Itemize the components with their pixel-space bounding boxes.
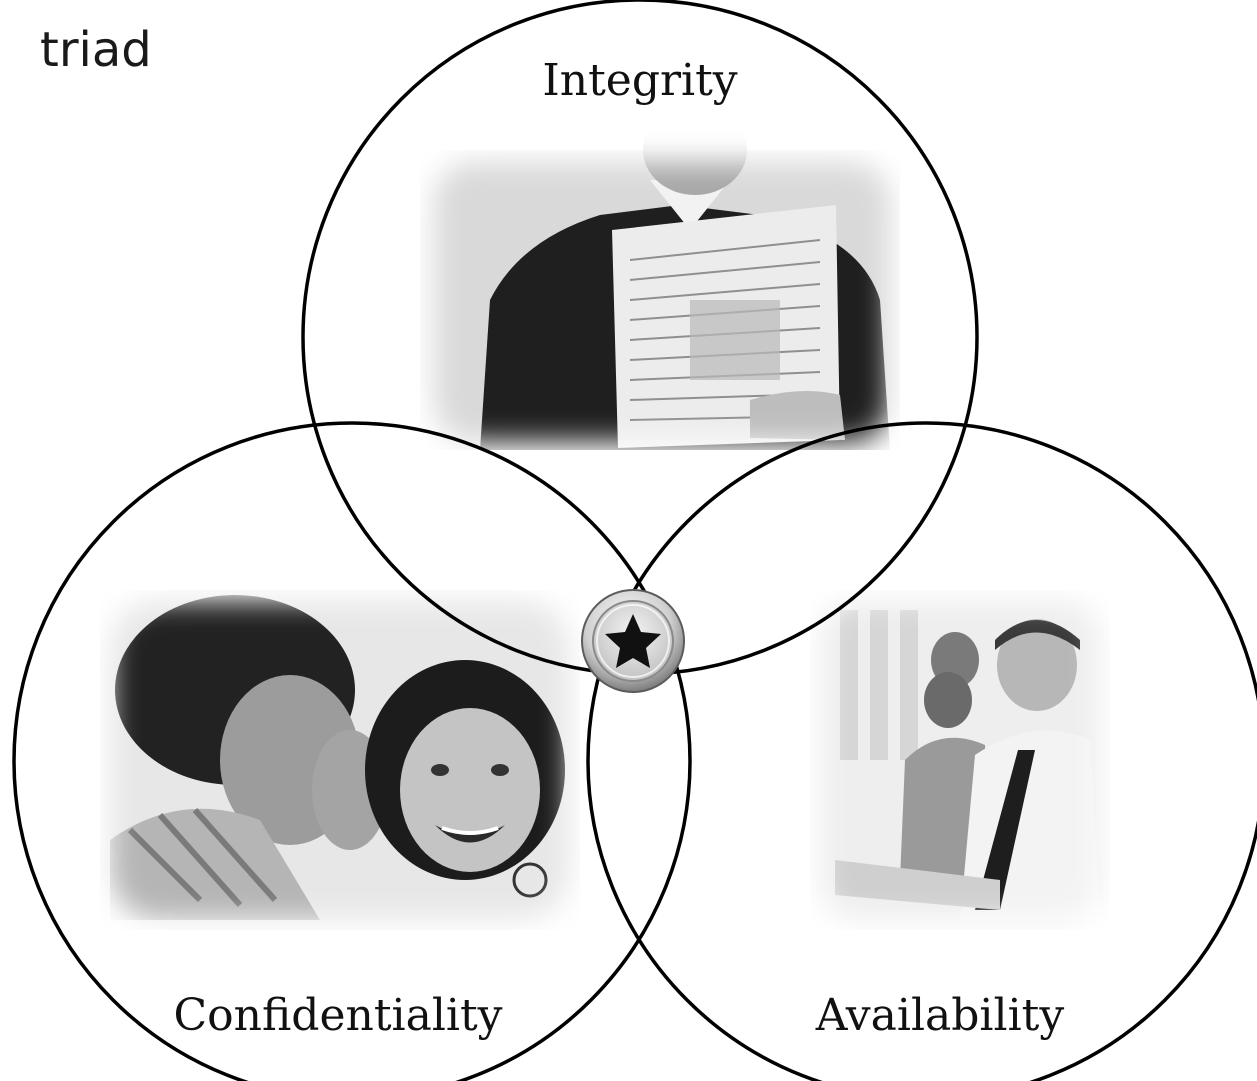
availability-label: Availability xyxy=(815,990,1065,1041)
availability-photo xyxy=(810,590,1110,930)
availability-circle xyxy=(586,421,1257,1081)
confidentiality-circle xyxy=(12,421,692,1081)
confidentiality-label: Confidentiality xyxy=(173,990,502,1041)
integrity-photo xyxy=(420,105,900,450)
star-icon[interactable] xyxy=(581,589,685,693)
slide-title: triad xyxy=(40,22,152,78)
confidentiality-photo xyxy=(100,590,580,930)
integrity-label: Integrity xyxy=(542,55,737,106)
